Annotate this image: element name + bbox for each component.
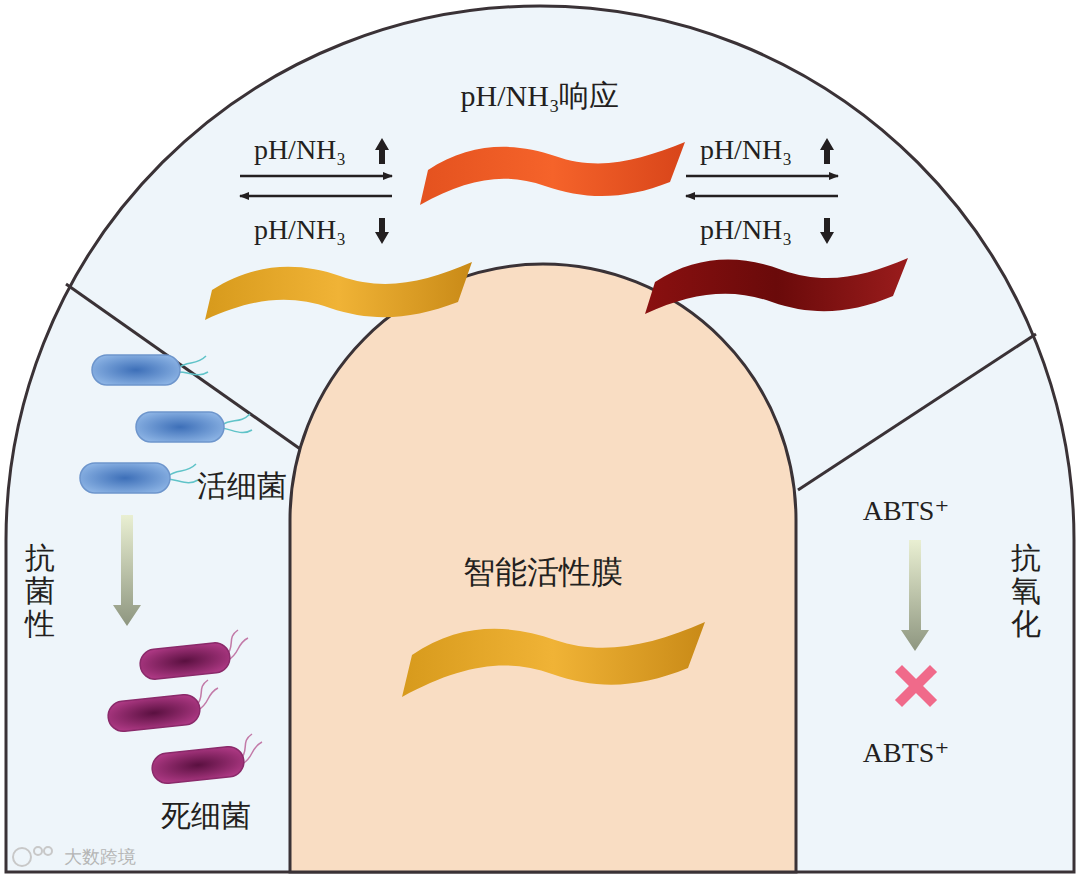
watermark: 大数跨境 xyxy=(64,845,136,869)
region-heading: pH/NH₃响应 xyxy=(461,76,620,117)
antioxidant-region: 抗氧化 ABTS⁺ ABTS⁺ xyxy=(800,340,1074,870)
condition-label: pH/NH₃ xyxy=(700,214,792,246)
condition-label: pH/NH₃ xyxy=(254,134,346,166)
bacteria-label: 活细菌 xyxy=(197,466,287,507)
bacteria-label: 死细菌 xyxy=(161,796,251,837)
condition-label: pH/NH₃ xyxy=(254,214,346,246)
radical-label: ABTS⁺ xyxy=(863,494,949,527)
response-region: pH/NH₃响应 xyxy=(60,10,1020,340)
antibacterial-region: 抗菌性 活细菌死细菌 xyxy=(8,290,328,870)
region-heading: 抗氧化 xyxy=(1011,541,1041,640)
center-label: 智能活性膜 xyxy=(463,551,623,595)
radical-label: ABTS⁺ xyxy=(863,736,949,769)
region-heading: 抗菌性 xyxy=(25,541,55,640)
film-region: 智能活性膜 xyxy=(290,265,796,870)
condition-label: pH/NH₃ xyxy=(700,134,792,166)
